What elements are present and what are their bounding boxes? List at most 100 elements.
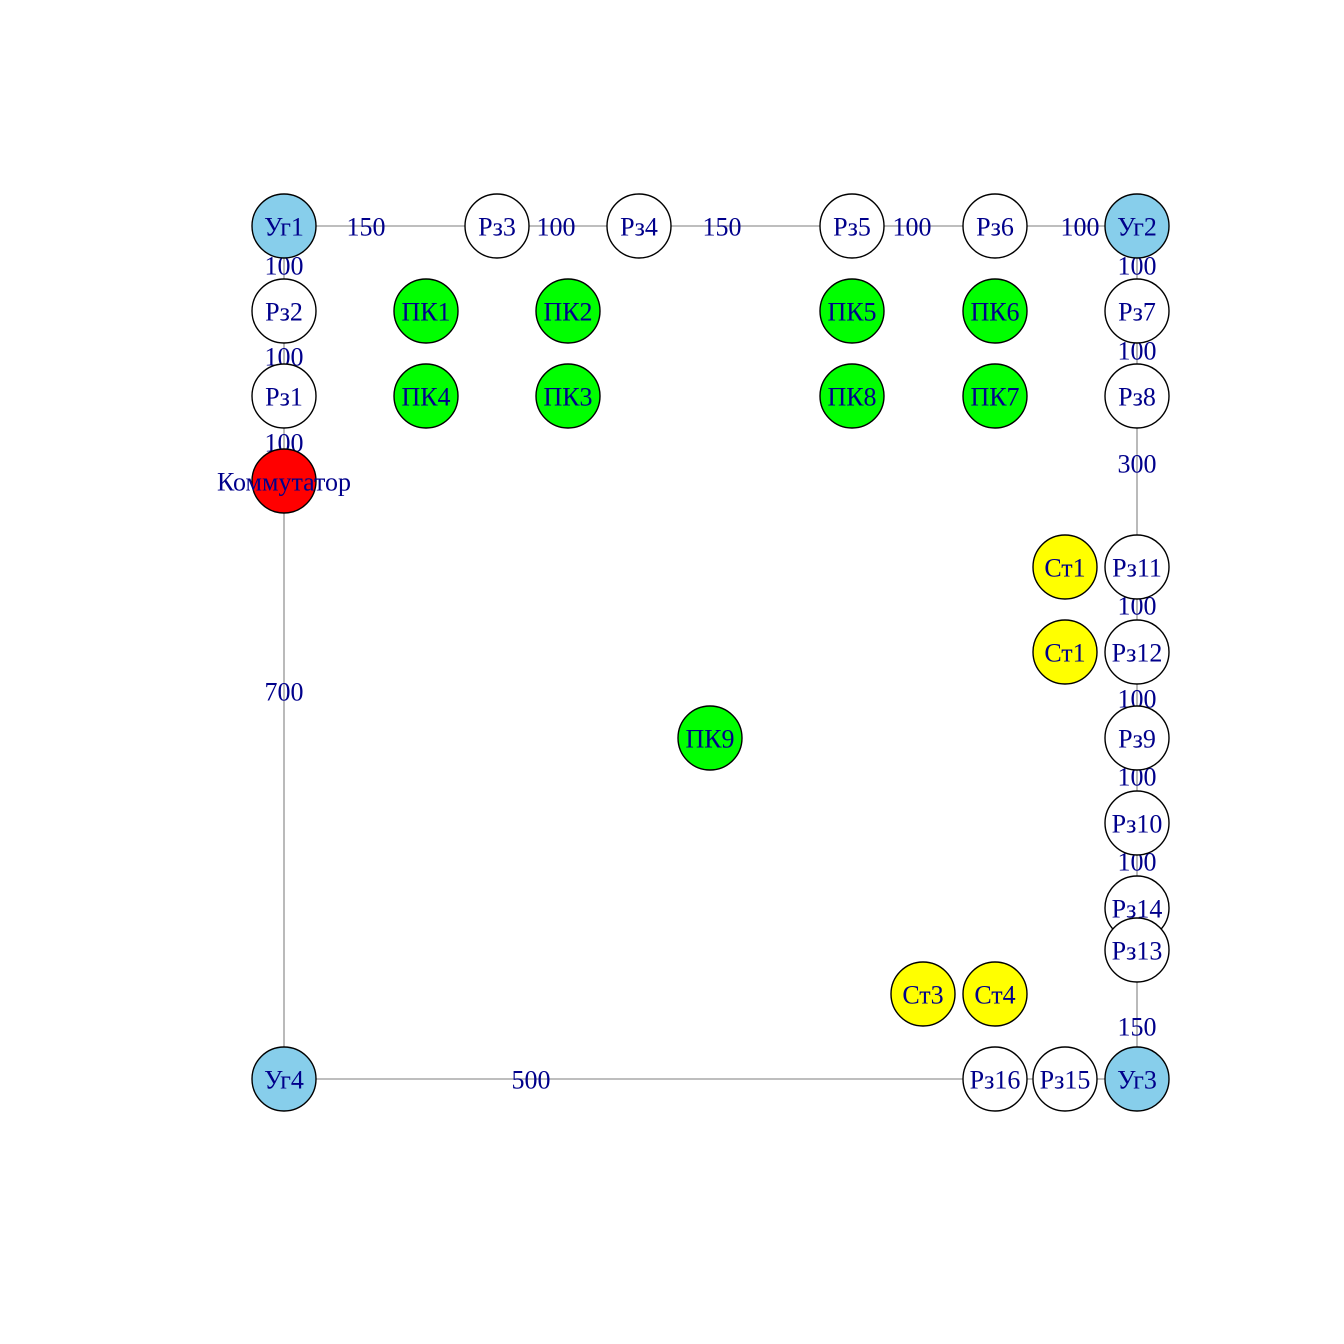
node-rz2: Рз2	[251, 278, 317, 344]
node-rz9: Рз9	[1104, 705, 1170, 771]
node-label-rz7: Рз7	[1118, 298, 1156, 327]
node-rz4: Рз4	[606, 193, 672, 259]
node-st3: Ст3	[890, 961, 956, 1027]
node-label-rz16: Рз16	[970, 1066, 1021, 1095]
node-circle-ug1	[251, 193, 317, 259]
node-circle-st3	[890, 961, 956, 1027]
node-label-pk3: ПК3	[543, 383, 592, 412]
edge-label-switch-ug4: 700	[265, 678, 304, 707]
node-label-st4: Ст4	[974, 981, 1015, 1010]
node-circle-st1b	[1032, 619, 1098, 685]
node-rz8: Рз8	[1104, 363, 1170, 429]
node-rz15: Рз15	[1032, 1046, 1098, 1112]
edge-label-rz5-rz6: 100	[893, 213, 932, 242]
edge-label-rz13-ug3: 150	[1118, 1013, 1157, 1042]
node-label-rz8: Рз8	[1118, 383, 1156, 412]
edge-label-rz8-rz11: 300	[1118, 450, 1157, 479]
node-label-pk4: ПК4	[401, 383, 450, 412]
node-circle-rz7	[1104, 278, 1170, 344]
edge-label-ug1-rz3: 150	[347, 213, 386, 242]
node-rz13: Рз13	[1104, 917, 1170, 983]
node-circle-rz6	[962, 193, 1028, 259]
node-ug4: Уг4	[251, 1046, 317, 1112]
node-rz12: Рз12	[1104, 619, 1170, 685]
node-rz11: Рз11	[1104, 534, 1170, 600]
node-label-rz3: Рз3	[478, 213, 516, 242]
node-pk2: ПК2	[535, 278, 601, 344]
node-circle-rz5	[819, 193, 885, 259]
edge-label-rz3-rz4: 100	[537, 213, 576, 242]
node-label-rz2: Рз2	[265, 298, 303, 327]
node-circle-ug2	[1104, 193, 1170, 259]
node-label-rz5: Рз5	[833, 213, 871, 242]
node-pk5: ПК5	[819, 278, 885, 344]
node-label-pk2: ПК2	[543, 298, 592, 327]
node-pk3: ПК3	[535, 363, 601, 429]
node-circle-rz13	[1104, 917, 1170, 983]
node-circle-rz2	[251, 278, 317, 344]
node-label-pk7: ПК7	[970, 383, 1019, 412]
node-label-rz10: Рз10	[1112, 810, 1163, 839]
node-circle-rz8	[1104, 363, 1170, 429]
node-rz1: Рз1	[251, 363, 317, 429]
node-circle-pk3	[535, 363, 601, 429]
node-circle-switch	[251, 448, 317, 514]
node-circle-rz3	[464, 193, 530, 259]
node-label-rz15: Рз15	[1040, 1066, 1091, 1095]
node-st4: Ст4	[962, 961, 1028, 1027]
node-label-ug1: Уг1	[264, 213, 304, 242]
node-circle-rz11	[1104, 534, 1170, 600]
node-label-ug3: Уг3	[1117, 1066, 1157, 1095]
node-label-pk9: ПК9	[685, 725, 734, 754]
node-ug1: Уг1	[251, 193, 317, 259]
edge-label-ug4-rz16: 500	[512, 1066, 551, 1095]
node-circle-pk1	[393, 278, 459, 344]
node-label-st3: Ст3	[902, 981, 943, 1010]
node-circle-pk2	[535, 278, 601, 344]
node-rz6: Рз6	[962, 193, 1028, 259]
node-switch: Коммутатор	[217, 448, 351, 514]
node-circle-pk4	[393, 363, 459, 429]
node-pk6: ПК6	[962, 278, 1028, 344]
node-circle-pk9	[677, 705, 743, 771]
node-circle-rz15	[1032, 1046, 1098, 1112]
edges-layer	[283, 225, 1138, 1080]
node-label-ug2: Уг2	[1117, 213, 1157, 242]
node-circle-rz12	[1104, 619, 1170, 685]
node-st1a: Ст1	[1032, 534, 1098, 600]
node-pk4: ПК4	[393, 363, 459, 429]
node-label-pk1: ПК1	[401, 298, 450, 327]
node-rz3: Рз3	[464, 193, 530, 259]
node-circle-st4	[962, 961, 1028, 1027]
node-label-rz1: Рз1	[265, 383, 303, 412]
node-rz10: Рз10	[1104, 790, 1170, 856]
node-label-pk8: ПК8	[827, 383, 876, 412]
node-st1b: Ст1	[1032, 619, 1098, 685]
node-label-st1b: Ст1	[1044, 639, 1085, 668]
node-pk8: ПК8	[819, 363, 885, 429]
node-circle-pk8	[819, 363, 885, 429]
node-circle-ug3	[1104, 1046, 1170, 1112]
node-label-st1a: Ст1	[1044, 554, 1085, 583]
node-circle-rz10	[1104, 790, 1170, 856]
node-label-rz12: Рз12	[1112, 639, 1163, 668]
node-label-pk6: ПК6	[970, 298, 1019, 327]
node-circle-rz16	[962, 1046, 1028, 1112]
node-pk1: ПК1	[393, 278, 459, 344]
node-circle-st1a	[1032, 534, 1098, 600]
node-rz16: Рз16	[962, 1046, 1028, 1112]
edge-label-rz4-rz5: 150	[703, 213, 742, 242]
node-circle-pk5	[819, 278, 885, 344]
node-circle-pk7	[962, 363, 1028, 429]
edge-label-rz6-ug2: 100	[1061, 213, 1100, 242]
node-circle-rz9	[1104, 705, 1170, 771]
node-label-switch: Коммутатор	[217, 468, 351, 497]
node-pk7: ПК7	[962, 363, 1028, 429]
node-circle-rz4	[606, 193, 672, 259]
node-ug2: Уг2	[1104, 193, 1170, 259]
node-circle-ug4	[251, 1046, 317, 1112]
node-label-rz13: Рз13	[1112, 937, 1163, 966]
